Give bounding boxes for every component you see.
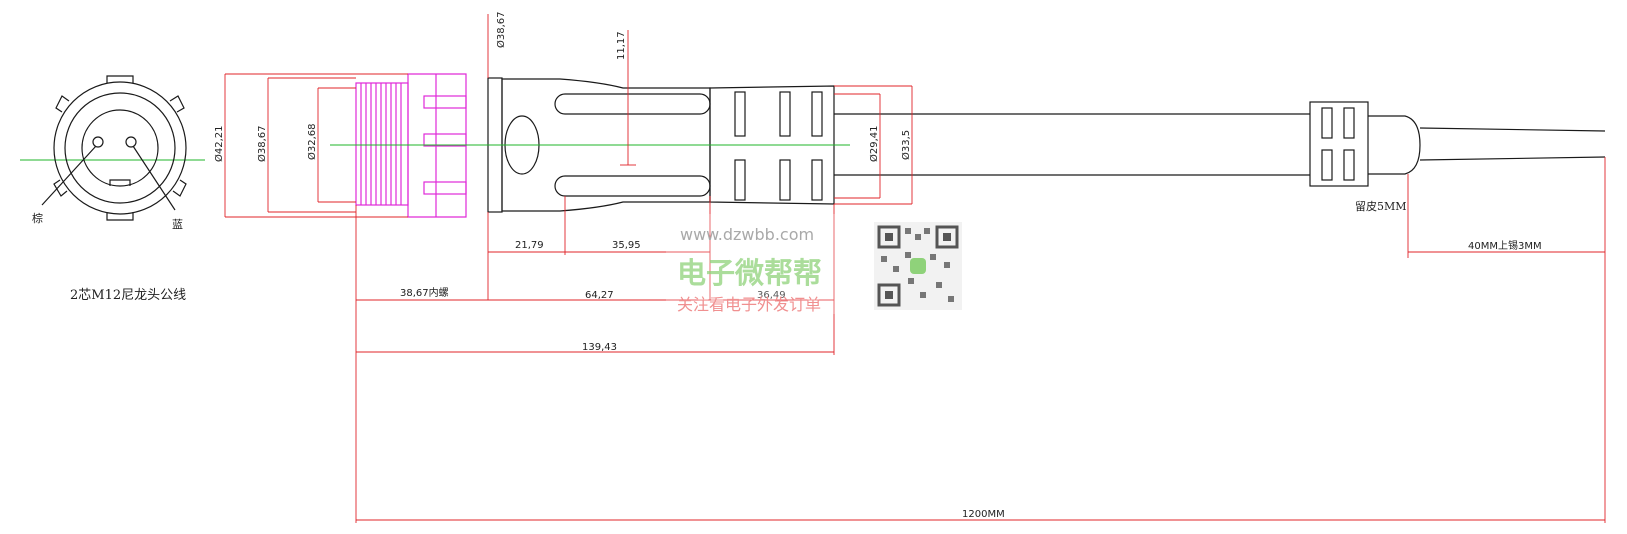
front-lug-bottom (106, 212, 134, 221)
dim-d-flange-face: Ø38,67 (256, 126, 268, 163)
boot-rib-3 (779, 91, 791, 137)
boot-rib-4 (779, 159, 791, 201)
front-inner-face (64, 92, 176, 204)
qr-code-icon (874, 222, 962, 310)
dim-len-boot: 36,49 (757, 290, 786, 301)
front-lug-lowright (172, 179, 187, 197)
dim-d-thread: Ø32,68 (306, 124, 318, 161)
watermark-brand: 电子微帮帮 (677, 256, 822, 290)
wire-out-bottom (1419, 156, 1606, 161)
watermark-slogan: 关注看电子外发订单 (677, 295, 821, 314)
dimension-lines (224, 14, 1606, 523)
dim-slot-offset: 11,17 (616, 31, 627, 60)
dim-len-total-head: 139,43 (582, 342, 617, 353)
front-leader-right (132, 145, 176, 211)
front-pin-left (92, 136, 104, 148)
watermark-url: www.dzwbb.com (680, 225, 814, 244)
front-view (20, 75, 205, 221)
wire-label-brown: 棕 (32, 211, 43, 225)
dim-len-slot: 35,95 (612, 240, 641, 251)
front-view-title: 2芯M12尼龙头公线 (70, 288, 186, 303)
dim-strip-end: 40MM上锡3MM (1468, 239, 1542, 252)
front-leader-left (41, 145, 97, 206)
body-slot-bottom (554, 175, 711, 197)
dim-d-flange-top: Ø38,67 (495, 12, 507, 49)
dim-strip-jacket: 留皮5MM (1355, 200, 1407, 213)
end-fitting (1309, 101, 1369, 187)
dim-d-boot: Ø33,5 (900, 130, 912, 160)
boot-rib-2 (734, 159, 746, 201)
end-jacket (1368, 115, 1421, 175)
front-lug-left (55, 95, 70, 113)
boot-rib-6 (811, 159, 823, 201)
dim-d-outer-face: Ø42,21 (213, 126, 225, 163)
dim-len-flange: 21,79 (515, 240, 544, 251)
front-insert (81, 109, 159, 187)
body-slot-top (554, 93, 711, 115)
front-lug-right (169, 95, 185, 113)
dim-len-thread: 38,67内螺 (400, 286, 449, 299)
boot-rib-5 (811, 91, 823, 137)
wire-label-blue: 蓝 (172, 218, 183, 231)
dim-d-sleeve: Ø29,41 (868, 126, 880, 163)
front-outer-ring (53, 81, 187, 215)
dim-len-cable: 1200MM (962, 509, 1005, 520)
front-lug-lowleft (53, 179, 68, 197)
front-lug-top (106, 75, 134, 83)
front-key (109, 179, 131, 186)
boot-rib-1 (734, 91, 746, 137)
watermark: www.dzwbb.com 电子微帮帮 关注看电子外发订单 (666, 214, 964, 314)
front-pin-right (125, 136, 137, 148)
wire-out-top (1419, 127, 1606, 132)
dim-len-body: 64,27 (585, 290, 614, 301)
thread-section (355, 73, 467, 218)
